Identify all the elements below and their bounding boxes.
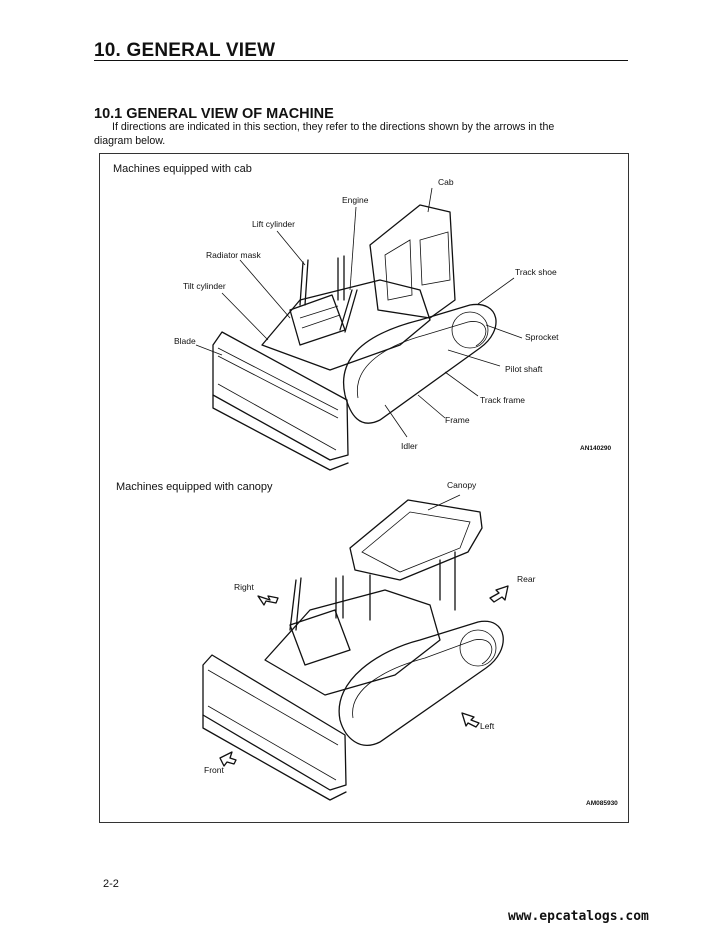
label-frame: Frame <box>445 415 470 425</box>
bulldozer-cab-illustration <box>195 187 523 471</box>
figure-frame <box>99 153 629 823</box>
section-heading: 10. GENERAL VIEW <box>94 40 276 61</box>
intro-line-1: If directions are indicated in this sect… <box>112 121 555 133</box>
label-cab: Cab <box>438 177 454 187</box>
figure-code-canopy: AM085930 <box>586 800 618 807</box>
page-number: 2-2 <box>103 878 119 890</box>
figure-caption-cab: Machines equipped with cab <box>113 163 252 175</box>
figure-code-cab: AN140290 <box>580 445 612 452</box>
label-lift-cylinder: Lift cylinder <box>252 219 295 229</box>
label-canopy: Canopy <box>447 480 477 490</box>
heading-rule <box>94 60 628 61</box>
watermark-url: www.epcatalogs.com <box>508 909 649 924</box>
label-radiator-mask: Radiator mask <box>206 250 261 260</box>
label-sprocket: Sprocket <box>525 332 559 342</box>
label-idler: Idler <box>401 441 418 451</box>
subsection-heading: 10.1 GENERAL VIEW OF MACHINE <box>94 106 334 122</box>
label-right: Right <box>234 582 254 592</box>
label-blade: Blade <box>174 336 196 346</box>
figure-caption-canopy: Machines equipped with canopy <box>116 481 273 493</box>
label-track-shoe: Track shoe <box>515 267 557 277</box>
label-tilt-cylinder: Tilt cylinder <box>183 281 226 291</box>
label-rear: Rear <box>517 574 536 584</box>
label-left: Left <box>480 721 495 731</box>
label-pilot-shaft: Pilot shaft <box>505 364 543 374</box>
bulldozer-canopy-illustration <box>202 494 509 801</box>
intro-text: If directions are indicated in this sect… <box>94 120 634 148</box>
intro-line-2: diagram below. <box>94 135 166 147</box>
label-engine: Engine <box>342 195 369 205</box>
label-front: Front <box>204 765 224 775</box>
label-track-frame: Track frame <box>480 395 526 405</box>
